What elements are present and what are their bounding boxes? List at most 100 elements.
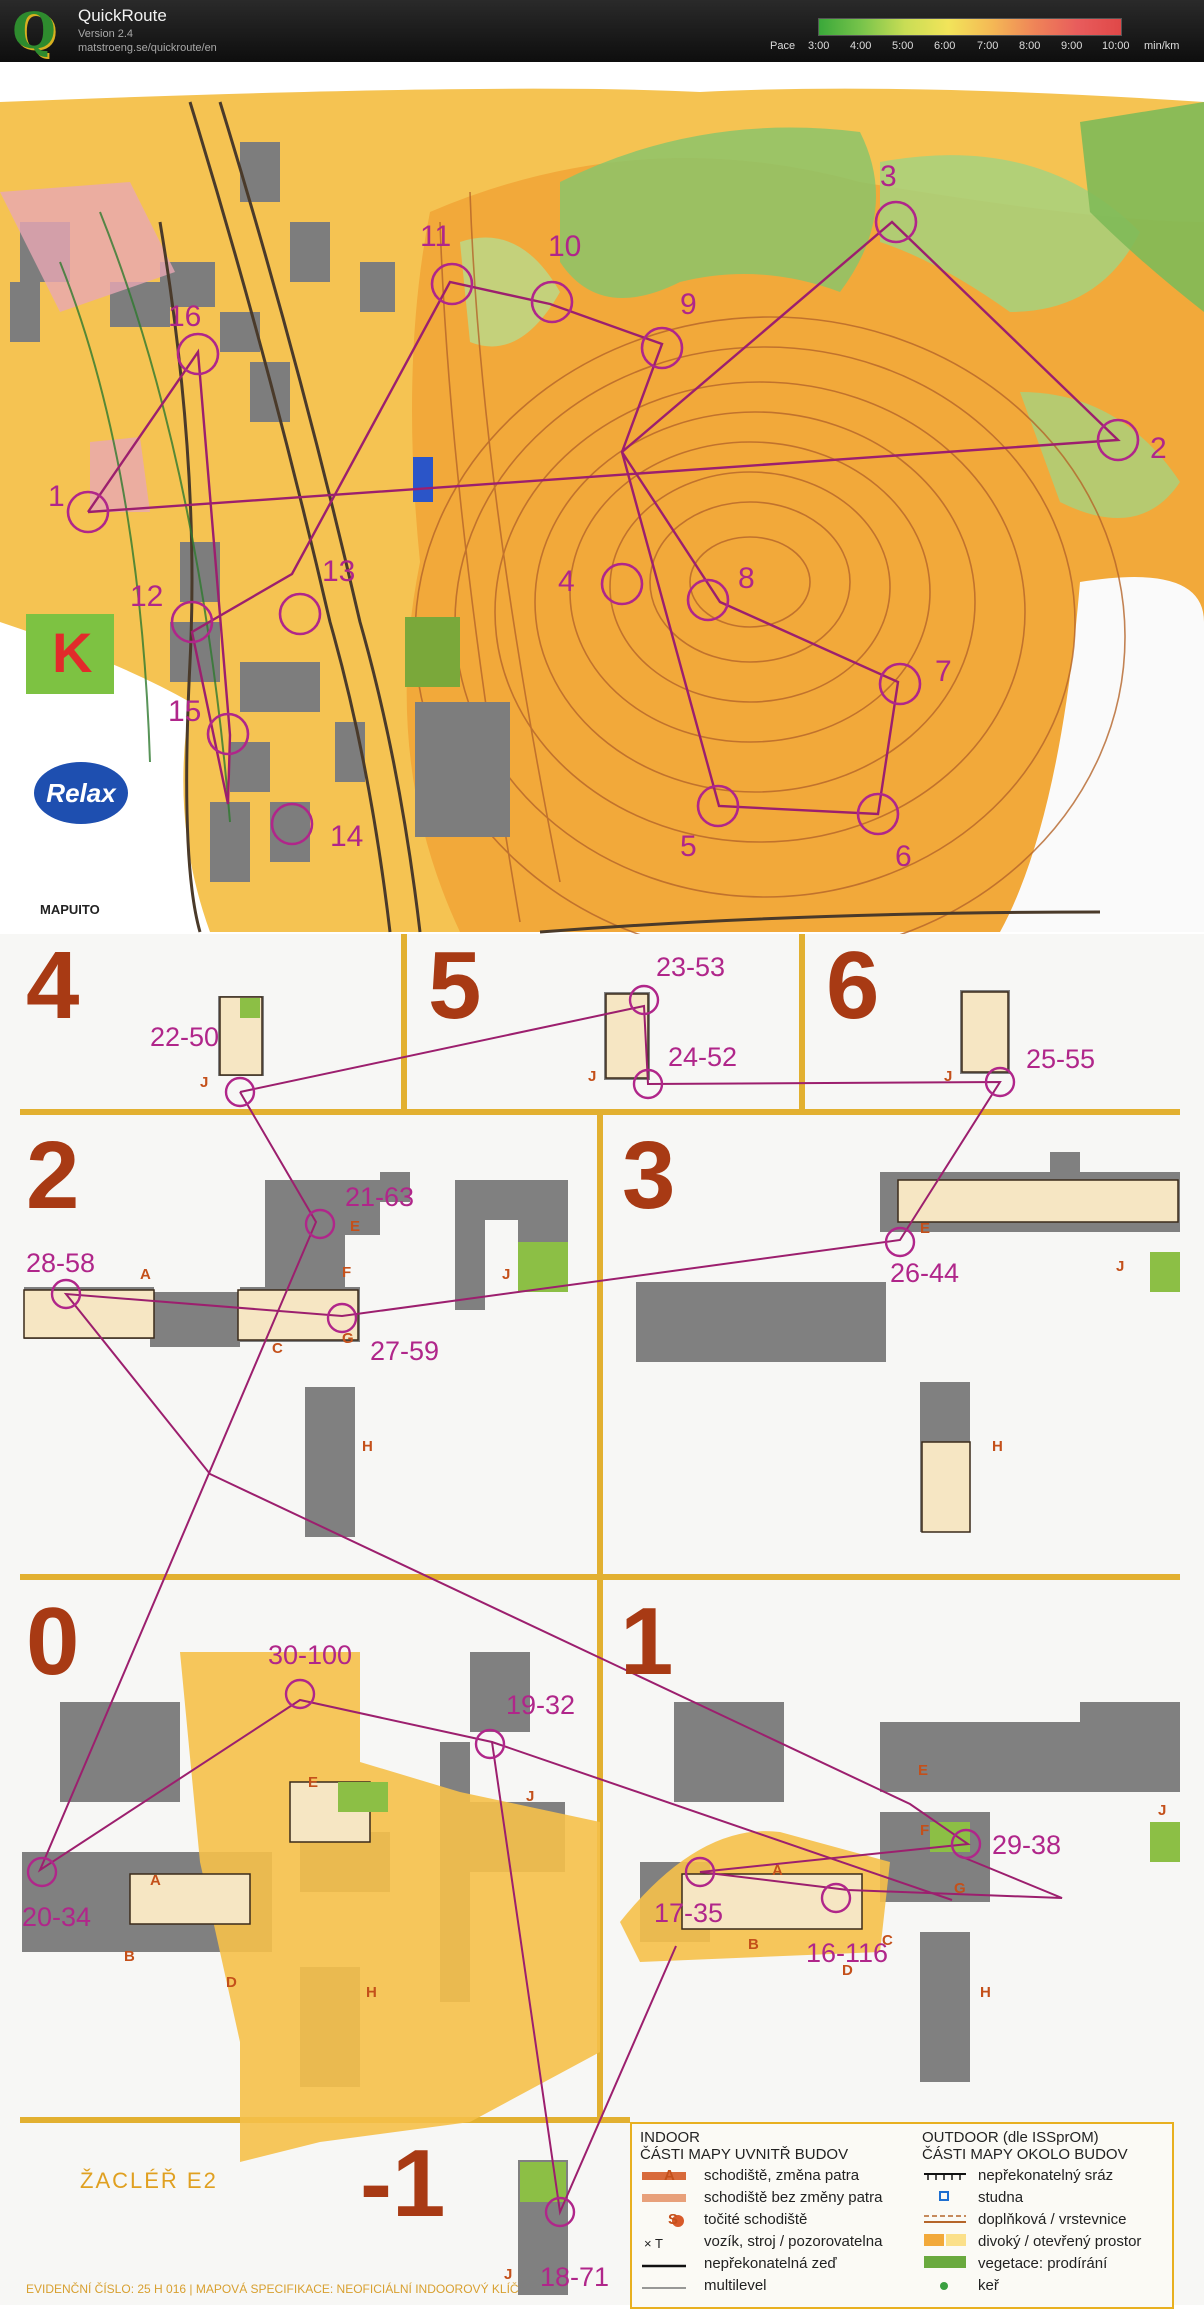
vegetation-area (560, 127, 876, 298)
pace-tick: 4:00 (850, 40, 872, 52)
room-letter-b: B (124, 1948, 135, 1965)
vegetation-area (460, 237, 560, 347)
app-title: QuickRoute (78, 6, 167, 25)
control-number: 4 (558, 565, 575, 598)
indoor-control-label: 19-32 (506, 1690, 576, 1720)
control-circle-2 (1096, 418, 1140, 462)
control-number: 13 (322, 555, 356, 588)
indoor-control-24-52 (632, 1068, 664, 1100)
indoor-control-16-116 (820, 1882, 852, 1914)
indoor-control-30-100 (284, 1678, 316, 1710)
outdoor-ground (180, 1652, 600, 2162)
indoor-control-label: 17-35 (654, 1898, 724, 1928)
control-number: 5 (680, 830, 697, 863)
legend-symbol-letter: A (664, 2167, 675, 2184)
floor-number: 5 (428, 932, 482, 1039)
legend-item: keř (978, 2277, 999, 2294)
vegetation-area (1020, 392, 1180, 518)
indoor-control-label: 22-50 (150, 1022, 220, 1052)
control-circle-15 (206, 712, 250, 756)
mapuito-logo: MAPUITO (40, 902, 100, 917)
control-circle-6 (856, 792, 900, 836)
green-field (405, 617, 460, 687)
control-circle-1 (66, 490, 110, 534)
blue-object (413, 457, 433, 502)
indoor-control-label: 25-55 (1026, 1044, 1096, 1074)
control-number: 9 (680, 288, 697, 321)
pace-tick: 5:00 (892, 40, 914, 52)
room-letter-g: G (954, 1880, 966, 1897)
indoor-control-18-71 (544, 2196, 576, 2228)
room-letter-a: A (772, 1862, 783, 1879)
floor-number: 1 (620, 1588, 674, 1695)
indoor-control-label: 26-44 (890, 1258, 960, 1288)
control-number: 2 (1150, 432, 1167, 465)
room-letter-j: J (588, 1068, 597, 1085)
outdoor-control-circles[interactable] (66, 200, 1140, 846)
indoor-control-circles[interactable] (26, 984, 1016, 2228)
indoor-control-label: 16-116 (806, 1938, 889, 1968)
event-mark: ŽACLÉŘ E2 (80, 2168, 218, 2193)
kubik-logo: K (26, 614, 114, 694)
room-letter-h: H (992, 1438, 1003, 1455)
control-circle-14 (270, 802, 314, 846)
control-circle-5 (696, 784, 740, 828)
room-letter-f: F (920, 1822, 930, 1839)
indoor-control-label: 28-58 (26, 1248, 96, 1278)
indoor-control-19-32 (474, 1728, 506, 1760)
floor-number: 2 (26, 1122, 80, 1229)
indoor-control-20-34 (26, 1856, 58, 1888)
legend-outdoor-symbols (924, 2173, 966, 2290)
legend-item: divoký / otevřený prostor (978, 2233, 1142, 2250)
room-letter-j: J (502, 1266, 511, 1283)
orienteering-map[interactable]: 1 2 3 4 5 6 7 8 9 10 11 12 13 14 15 16 K… (0, 62, 1204, 2309)
room-letter-f: F (342, 1264, 352, 1281)
indoor-course-lines (37, 1004, 1063, 2216)
legend-item: nepřekonatelný sráz (978, 2167, 1114, 2184)
room-letter-j: J (200, 1074, 209, 1091)
room-letter-b: B (748, 1936, 759, 1953)
outdoor-course-lines (87, 220, 1121, 816)
indoor-control-29-38 (950, 1828, 982, 1860)
control-number: 10 (548, 230, 582, 263)
control-number: 16 (168, 300, 202, 333)
pace-label: Pace (770, 40, 796, 52)
pace-tick: 3:00 (808, 40, 830, 52)
control-circle-11 (430, 262, 474, 306)
control-number: 6 (895, 840, 912, 873)
floor-number: 3 (622, 1122, 676, 1229)
indoor-control-label: 20-34 (22, 1902, 92, 1932)
indoor-control-28-58 (50, 1278, 82, 1310)
indoor-control-label: 24-52 (668, 1042, 738, 1072)
control-number: 11 (420, 220, 452, 253)
indoor-control-22-50 (224, 1076, 256, 1108)
indoor-control-label: 21-63 (345, 1182, 415, 1212)
control-number: 12 (130, 580, 164, 613)
floor-number: 6 (826, 932, 880, 1039)
legend-symbol-letter: S (668, 2211, 679, 2228)
indoor-control-27-59 (326, 1302, 358, 1334)
control-circle-13 (278, 592, 322, 636)
legend-item: schodiště bez změny patra (704, 2189, 883, 2206)
legend-item: nepřekonatelná zeď (704, 2255, 837, 2272)
control-number: 14 (330, 820, 364, 853)
relax-logo: Relax (34, 762, 128, 824)
legend-indoor-symbols: × T (642, 2172, 686, 2289)
vegetation-area (880, 155, 1140, 312)
pace-tick: 8:00 (1019, 40, 1041, 52)
indoor-control-26-44 (884, 1226, 916, 1258)
app-url-link[interactable]: matstroeng.se/quickroute/en (78, 42, 217, 54)
control-circle-10 (530, 280, 574, 324)
control-circle-4 (600, 562, 644, 606)
room-letter-j: J (944, 1068, 953, 1085)
legend-item: schodiště, změna patra (704, 2167, 860, 2184)
indoor-control-23-53 (628, 984, 660, 1016)
control-circle-16 (176, 332, 220, 376)
indoor-maps (0, 934, 1204, 2305)
map-canvas[interactable] (0, 62, 1204, 2305)
map-footer-text: EVIDENČNÍ ČÍSLO: 25 H 016 | MAPOVÁ SPECI… (26, 2282, 519, 2296)
quickroute-header: Q QuickRoute Version 2.4 matstroeng.se/q… (0, 0, 1204, 62)
control-number: 15 (168, 695, 202, 728)
legend-item: multilevel (704, 2277, 767, 2294)
svg-text:× T: × T (644, 2236, 663, 2251)
